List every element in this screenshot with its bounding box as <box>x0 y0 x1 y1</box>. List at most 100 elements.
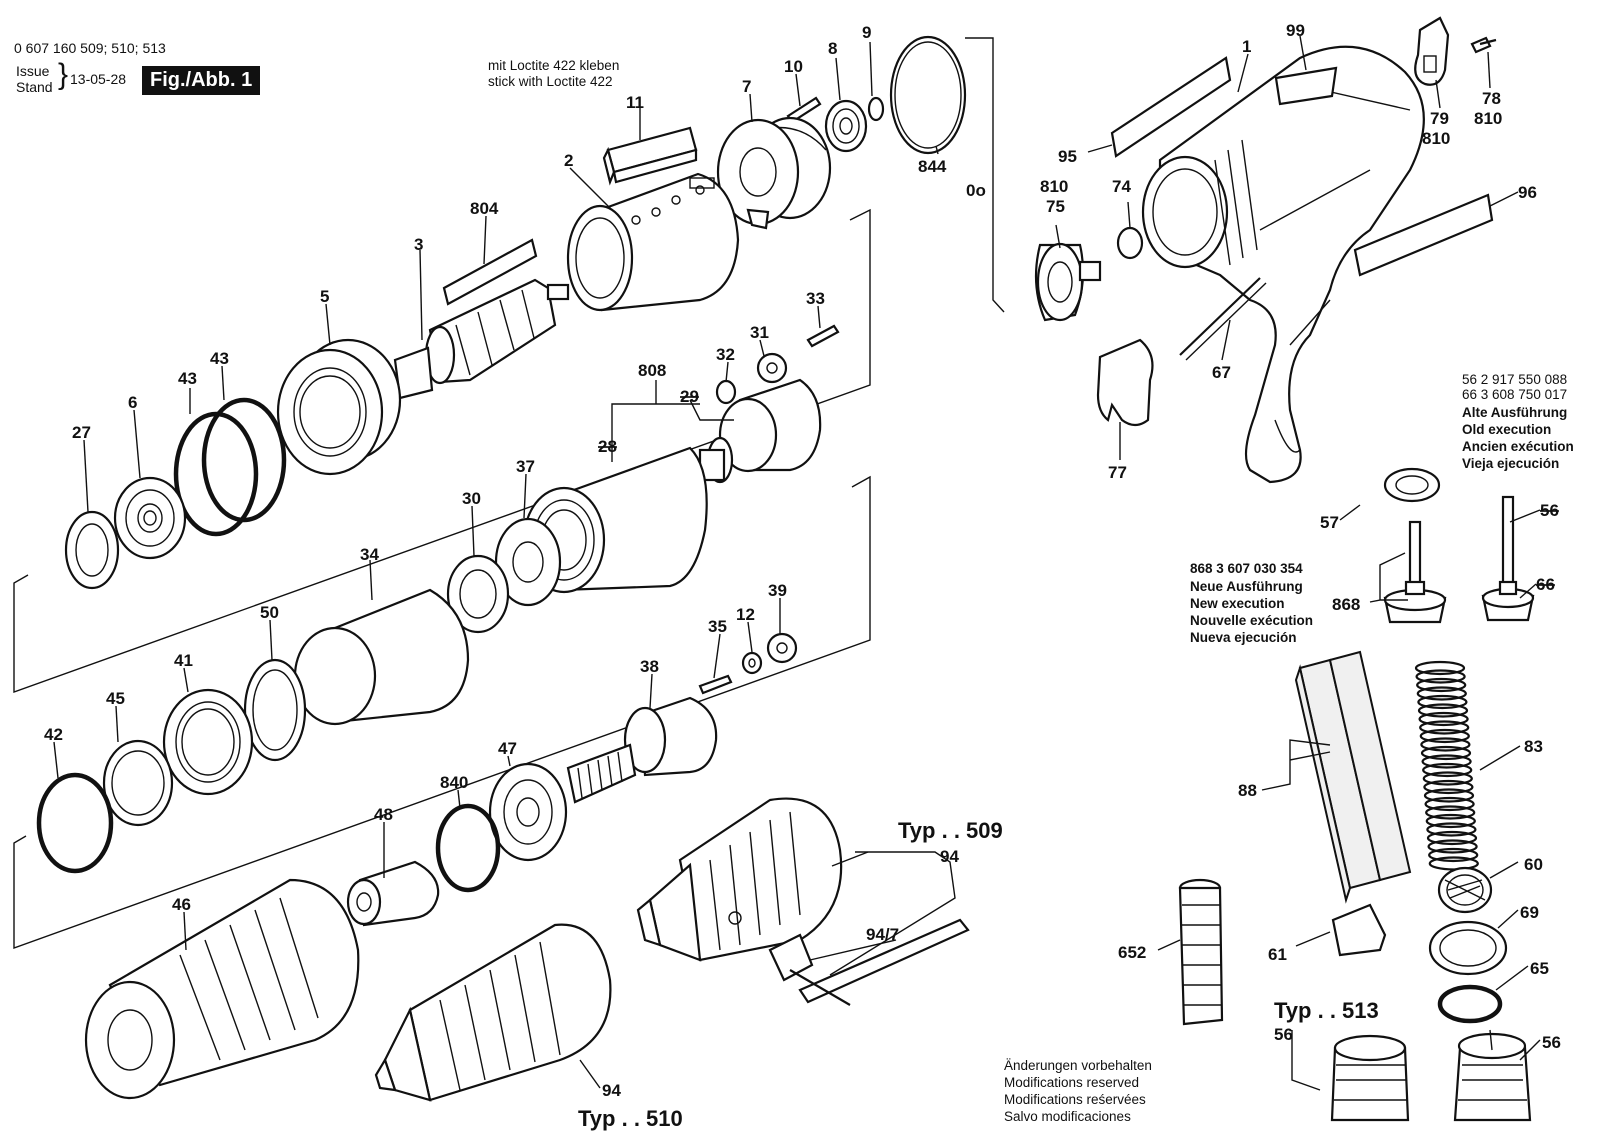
rod-67 <box>1179 277 1261 356</box>
frame-top-right <box>965 37 1005 313</box>
pin-33 <box>806 324 840 348</box>
callout-39: 39 <box>768 581 787 600</box>
type-label-513: Typ . . 513 <box>1274 998 1379 1023</box>
callout-652: 652 <box>1118 943 1146 962</box>
spring-coil <box>1420 745 1472 761</box>
wedge-61 <box>1331 903 1387 957</box>
callout-30: 30 <box>462 489 481 508</box>
old-execution-en: Old execution <box>1462 422 1552 437</box>
spring-coil <box>1420 737 1471 752</box>
callout-41: 41 <box>174 651 193 670</box>
callout-34: 34 <box>360 545 379 564</box>
type-label-510: Typ . . 510 <box>578 1106 683 1131</box>
callout-38: 38 <box>640 657 659 676</box>
spring-coil <box>1428 847 1479 863</box>
callout-12: 12 <box>736 605 755 624</box>
spring-coil <box>1422 771 1473 786</box>
o-ring-844 <box>889 35 967 155</box>
spindle-38 <box>566 696 718 804</box>
callout-3: 3 <box>414 235 423 254</box>
callout-810-b: 810 <box>1474 109 1502 128</box>
modifications-de: Änderungen vorbehalten <box>1004 1058 1152 1073</box>
callout-78: 78 <box>1482 89 1501 108</box>
felt-88 <box>1294 650 1412 904</box>
sleeve-34 <box>293 588 470 726</box>
chuck-key-94-7 <box>768 918 970 1006</box>
grip-77 <box>1096 338 1154 427</box>
callout-9: 9 <box>862 23 871 42</box>
callout-7: 7 <box>742 77 751 96</box>
spring-coil <box>1423 779 1474 795</box>
rotor-3 <box>393 278 570 400</box>
callout-868: 868 <box>1332 595 1360 614</box>
callout-45: 45 <box>106 689 125 708</box>
o-ring-43a <box>173 411 259 537</box>
screw-78 <box>1470 36 1497 54</box>
type-label-509: Typ . . 509 <box>898 818 1003 843</box>
callout-56-a: 56 <box>1540 501 1559 520</box>
modifications-es: Salvo modificaciones <box>1004 1109 1131 1124</box>
modifications-en: Modifications reserved <box>1004 1075 1140 1090</box>
issue-label: Issue <box>16 63 50 79</box>
label-strip-99 <box>1274 66 1338 106</box>
o-ring-65 <box>1437 984 1503 1024</box>
callout-844: 844 <box>918 157 947 176</box>
end-plate-5 <box>276 338 402 476</box>
valve-868 <box>1383 520 1447 624</box>
bearing-8 <box>824 99 868 153</box>
valve-75 <box>1034 242 1102 322</box>
old-execution-es: Vieja ejecución <box>1462 456 1560 471</box>
spring-coil <box>1414 660 1466 676</box>
o-ring-42 <box>36 772 114 874</box>
callout-69: 69 <box>1520 903 1539 922</box>
chuck-509 <box>636 797 843 962</box>
spring-coil <box>1419 728 1470 744</box>
housing <box>1141 45 1425 484</box>
callout-31: 31 <box>750 323 769 342</box>
callout-57: 57 <box>1320 513 1339 532</box>
callout-77: 77 <box>1108 463 1127 482</box>
ring-30 <box>446 554 510 634</box>
spring-coil <box>1421 754 1472 769</box>
old-part-56: 56 2 917 550 088 <box>1462 372 1568 387</box>
filter-60 <box>1437 866 1493 914</box>
label-strip-96 <box>1353 193 1494 277</box>
spring-coil <box>1427 839 1478 854</box>
spacer-48 <box>346 860 440 927</box>
spring-coil <box>1419 720 1470 735</box>
plug-56-typ513 <box>1330 1034 1410 1122</box>
stand-label: Stand <box>16 79 53 95</box>
callout-43-a: 43 <box>178 369 197 388</box>
callout-35: 35 <box>708 617 727 636</box>
spring-coil <box>1416 677 1467 693</box>
ring-50 <box>243 658 307 762</box>
spring-coil <box>1425 805 1476 820</box>
callout-61: 61 <box>1268 945 1287 964</box>
sleeve-46 <box>84 878 360 1100</box>
modifications-fr: Modifications reśervées <box>1004 1092 1146 1107</box>
callout-10: 10 <box>784 57 803 76</box>
bearing-6 <box>113 476 187 560</box>
callout-60: 60 <box>1524 855 1543 874</box>
loctite-note-en: stick with Loctite 422 <box>488 74 613 89</box>
new-execution-en: New execution <box>1190 596 1285 611</box>
ring-45 <box>102 739 174 827</box>
callout-810-a: 810 <box>1422 129 1450 148</box>
callout-74: 74 <box>1112 177 1131 196</box>
label-strip-95 <box>1110 56 1232 158</box>
callout-37: 37 <box>516 457 535 476</box>
callout-94-b: 94 <box>602 1081 621 1100</box>
vane-804 <box>442 238 538 306</box>
ring-57 <box>1383 467 1441 503</box>
callout-83: 83 <box>1524 737 1543 756</box>
bearing-47 <box>488 762 568 862</box>
spring-coil <box>1416 686 1467 701</box>
spring-coil <box>1423 788 1475 803</box>
flange-gear-7 <box>716 116 832 230</box>
issue-date: 13-05-28 <box>70 71 127 87</box>
new-execution-de: Neue Ausführung <box>1190 579 1303 594</box>
callout-42: 42 <box>44 725 63 744</box>
callout-6: 6 <box>128 393 137 412</box>
lever-79 <box>1414 16 1450 86</box>
